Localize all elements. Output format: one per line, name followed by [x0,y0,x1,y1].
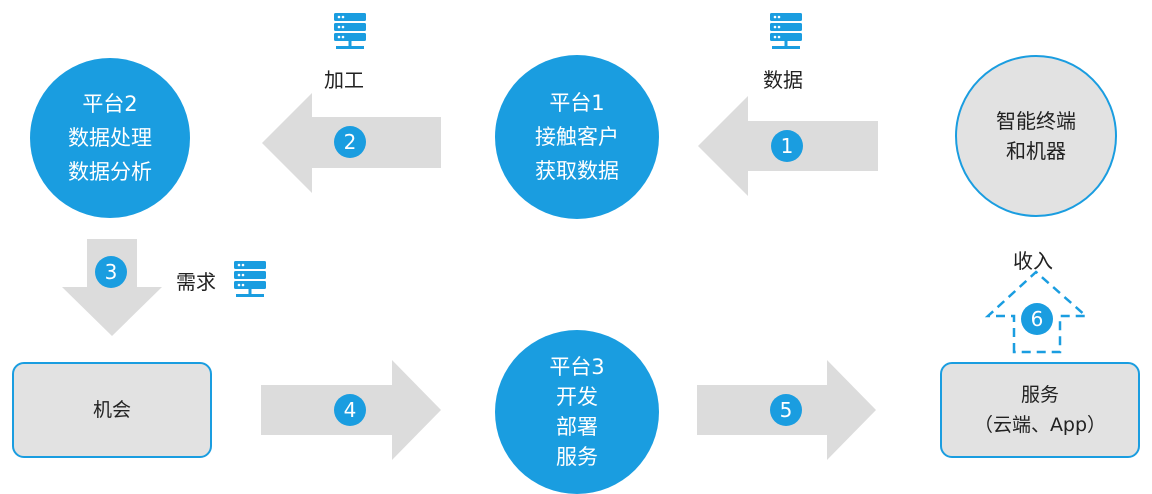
opportunity-label: 机会 [92,399,131,421]
platform1-line-1: 平台1 [549,91,605,115]
service-line-1: 服务 [1020,384,1059,406]
platform2-line-1: 平台2 [82,92,138,116]
data-label: 数据 [763,68,803,92]
income-label: 收入 [1013,249,1053,273]
terminal-line-2: 和机器 [1006,139,1066,163]
step-badge-3: 3 [95,256,127,288]
platform3-line-1: 平台3 [549,355,605,379]
platform3-line-3: 部署 [556,415,598,439]
server-icon-process [334,13,366,49]
process-label: 加工 [324,68,364,92]
platform2-line-3: 数据分析 [68,160,152,184]
opportunity-node: 机会 [12,362,212,458]
step-badge-5: 5 [770,394,802,426]
platform3-node: 平台3 开发 部署 服务 [495,330,659,494]
platform2-line-2: 数据处理 [68,126,152,150]
server-icon-demand [234,261,266,297]
terminal-node: 智能终端 和机器 [955,55,1117,217]
service-node: 服务 （云端、App） [940,362,1140,458]
step-badge-2: 2 [334,126,366,158]
service-line-2: （云端、App） [973,414,1107,436]
step-badge-4: 4 [334,394,366,426]
demand-label: 需求 [176,270,216,294]
platform2-node: 平台2 数据处理 数据分析 [30,58,190,218]
platform3-line-2: 开发 [556,385,598,409]
step-badge-1: 1 [771,130,803,162]
platform3-line-4: 服务 [556,445,598,469]
platform1-node: 平台1 接触客户 获取数据 [495,55,659,219]
platform1-line-3: 获取数据 [535,159,619,183]
server-icon-data [770,13,802,49]
platform1-line-2: 接触客户 [535,125,619,149]
terminal-line-1: 智能终端 [996,109,1076,133]
step-badge-6: 6 [1021,303,1053,335]
